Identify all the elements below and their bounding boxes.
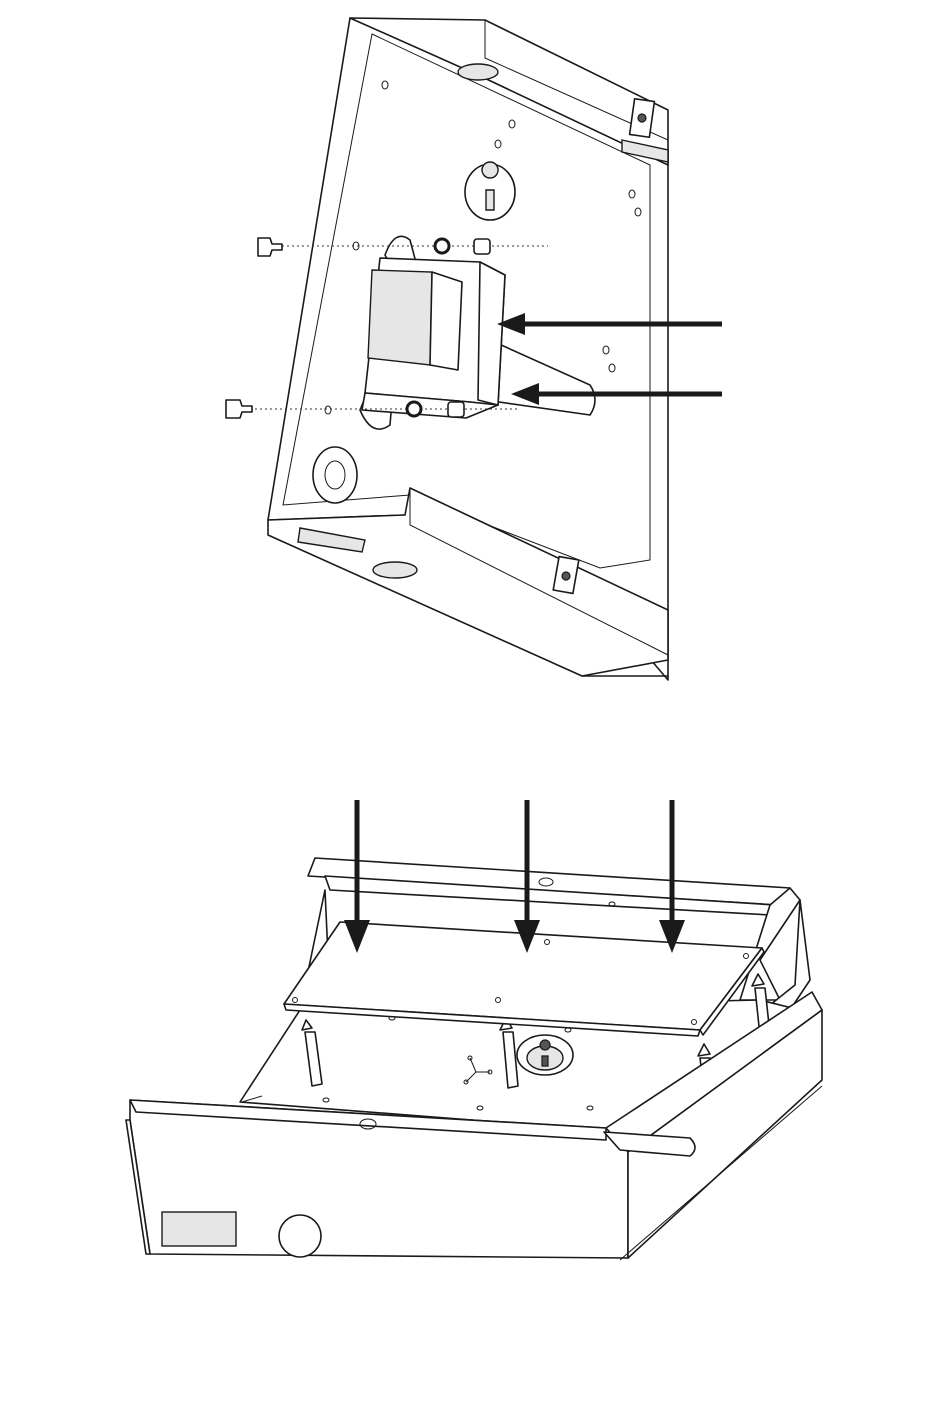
top-washer-icon [435, 239, 449, 253]
top-tab-screw [638, 114, 646, 122]
top-nut-icon [474, 239, 490, 254]
bottom-screw-icon [226, 400, 252, 418]
figure-circuit-board-insertion [126, 800, 822, 1260]
bottom-knockout-hole [373, 562, 417, 578]
top-knockout-hole [458, 64, 498, 80]
figure-transformer-mounting [226, 18, 722, 680]
transformer [362, 258, 505, 418]
keyhole-mount-lower [313, 447, 357, 503]
bottom-nut-icon [448, 402, 464, 417]
bottom-tab-screw [562, 572, 570, 580]
bottom-washer-icon [407, 402, 421, 416]
top-screw-icon [258, 238, 282, 256]
front-panel-knockout [279, 1215, 321, 1257]
front-panel-cutout [162, 1212, 236, 1246]
